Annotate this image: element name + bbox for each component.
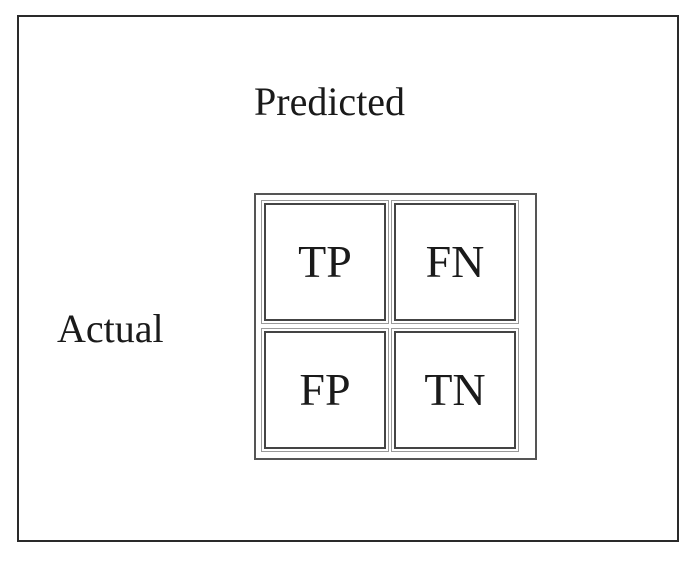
cell-true-positive: TP	[261, 200, 389, 324]
actual-label: Actual	[57, 306, 164, 351]
diagram-frame	[17, 15, 679, 542]
cell-false-negative: FN	[391, 200, 519, 324]
cell-true-negative: TN	[391, 328, 519, 452]
cell-false-positive: FP	[261, 328, 389, 452]
confusion-matrix: TP FN FP TN	[254, 193, 537, 460]
predicted-label: Predicted	[254, 79, 406, 124]
